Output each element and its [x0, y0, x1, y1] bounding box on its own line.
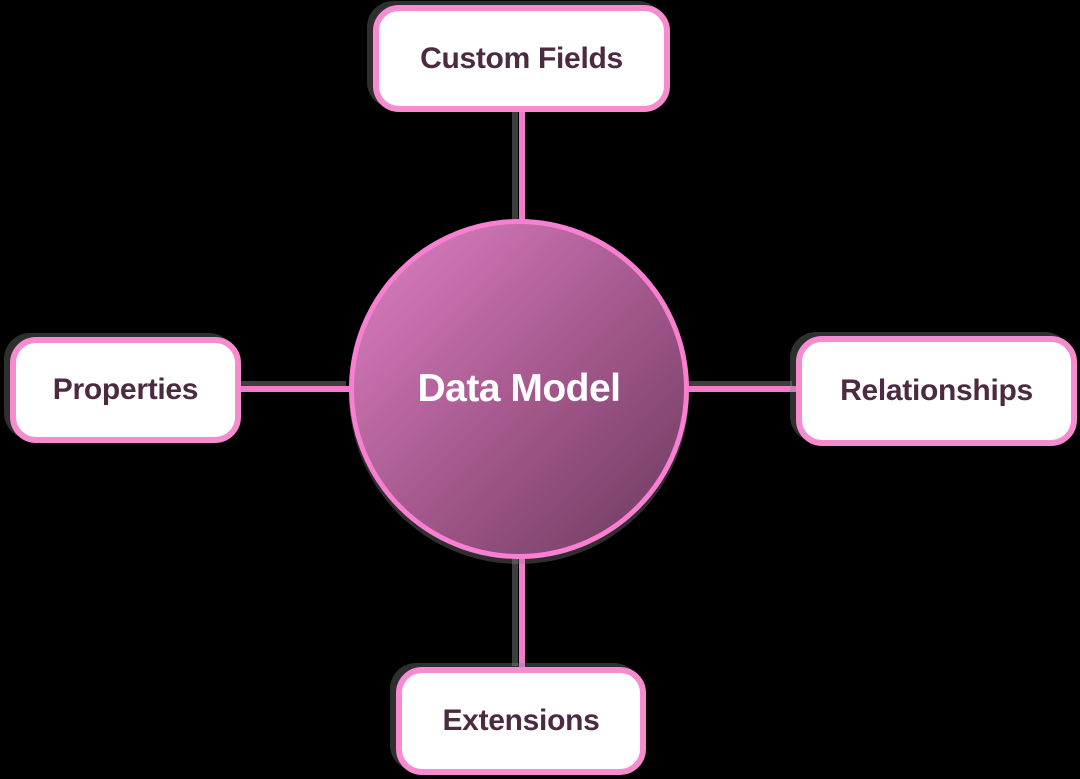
center-node-label: Data Model [417, 367, 621, 410]
connector-bottom [519, 553, 525, 671]
node-properties-label: Properties [52, 373, 199, 406]
node-properties: Properties [10, 337, 241, 443]
node-custom-fields: Custom Fields [373, 5, 670, 112]
node-custom-fields-label: Custom Fields [420, 41, 623, 75]
node-extensions: Extensions [396, 667, 646, 775]
node-extensions-label: Extensions [442, 704, 600, 737]
node-relationships-label: Relationships [840, 374, 1033, 407]
connector-right [684, 386, 799, 392]
node-relationships: Relationships [796, 336, 1077, 446]
connector-top [519, 111, 525, 227]
connector-left [238, 386, 353, 392]
center-node-data-model: Data Model [349, 219, 689, 559]
